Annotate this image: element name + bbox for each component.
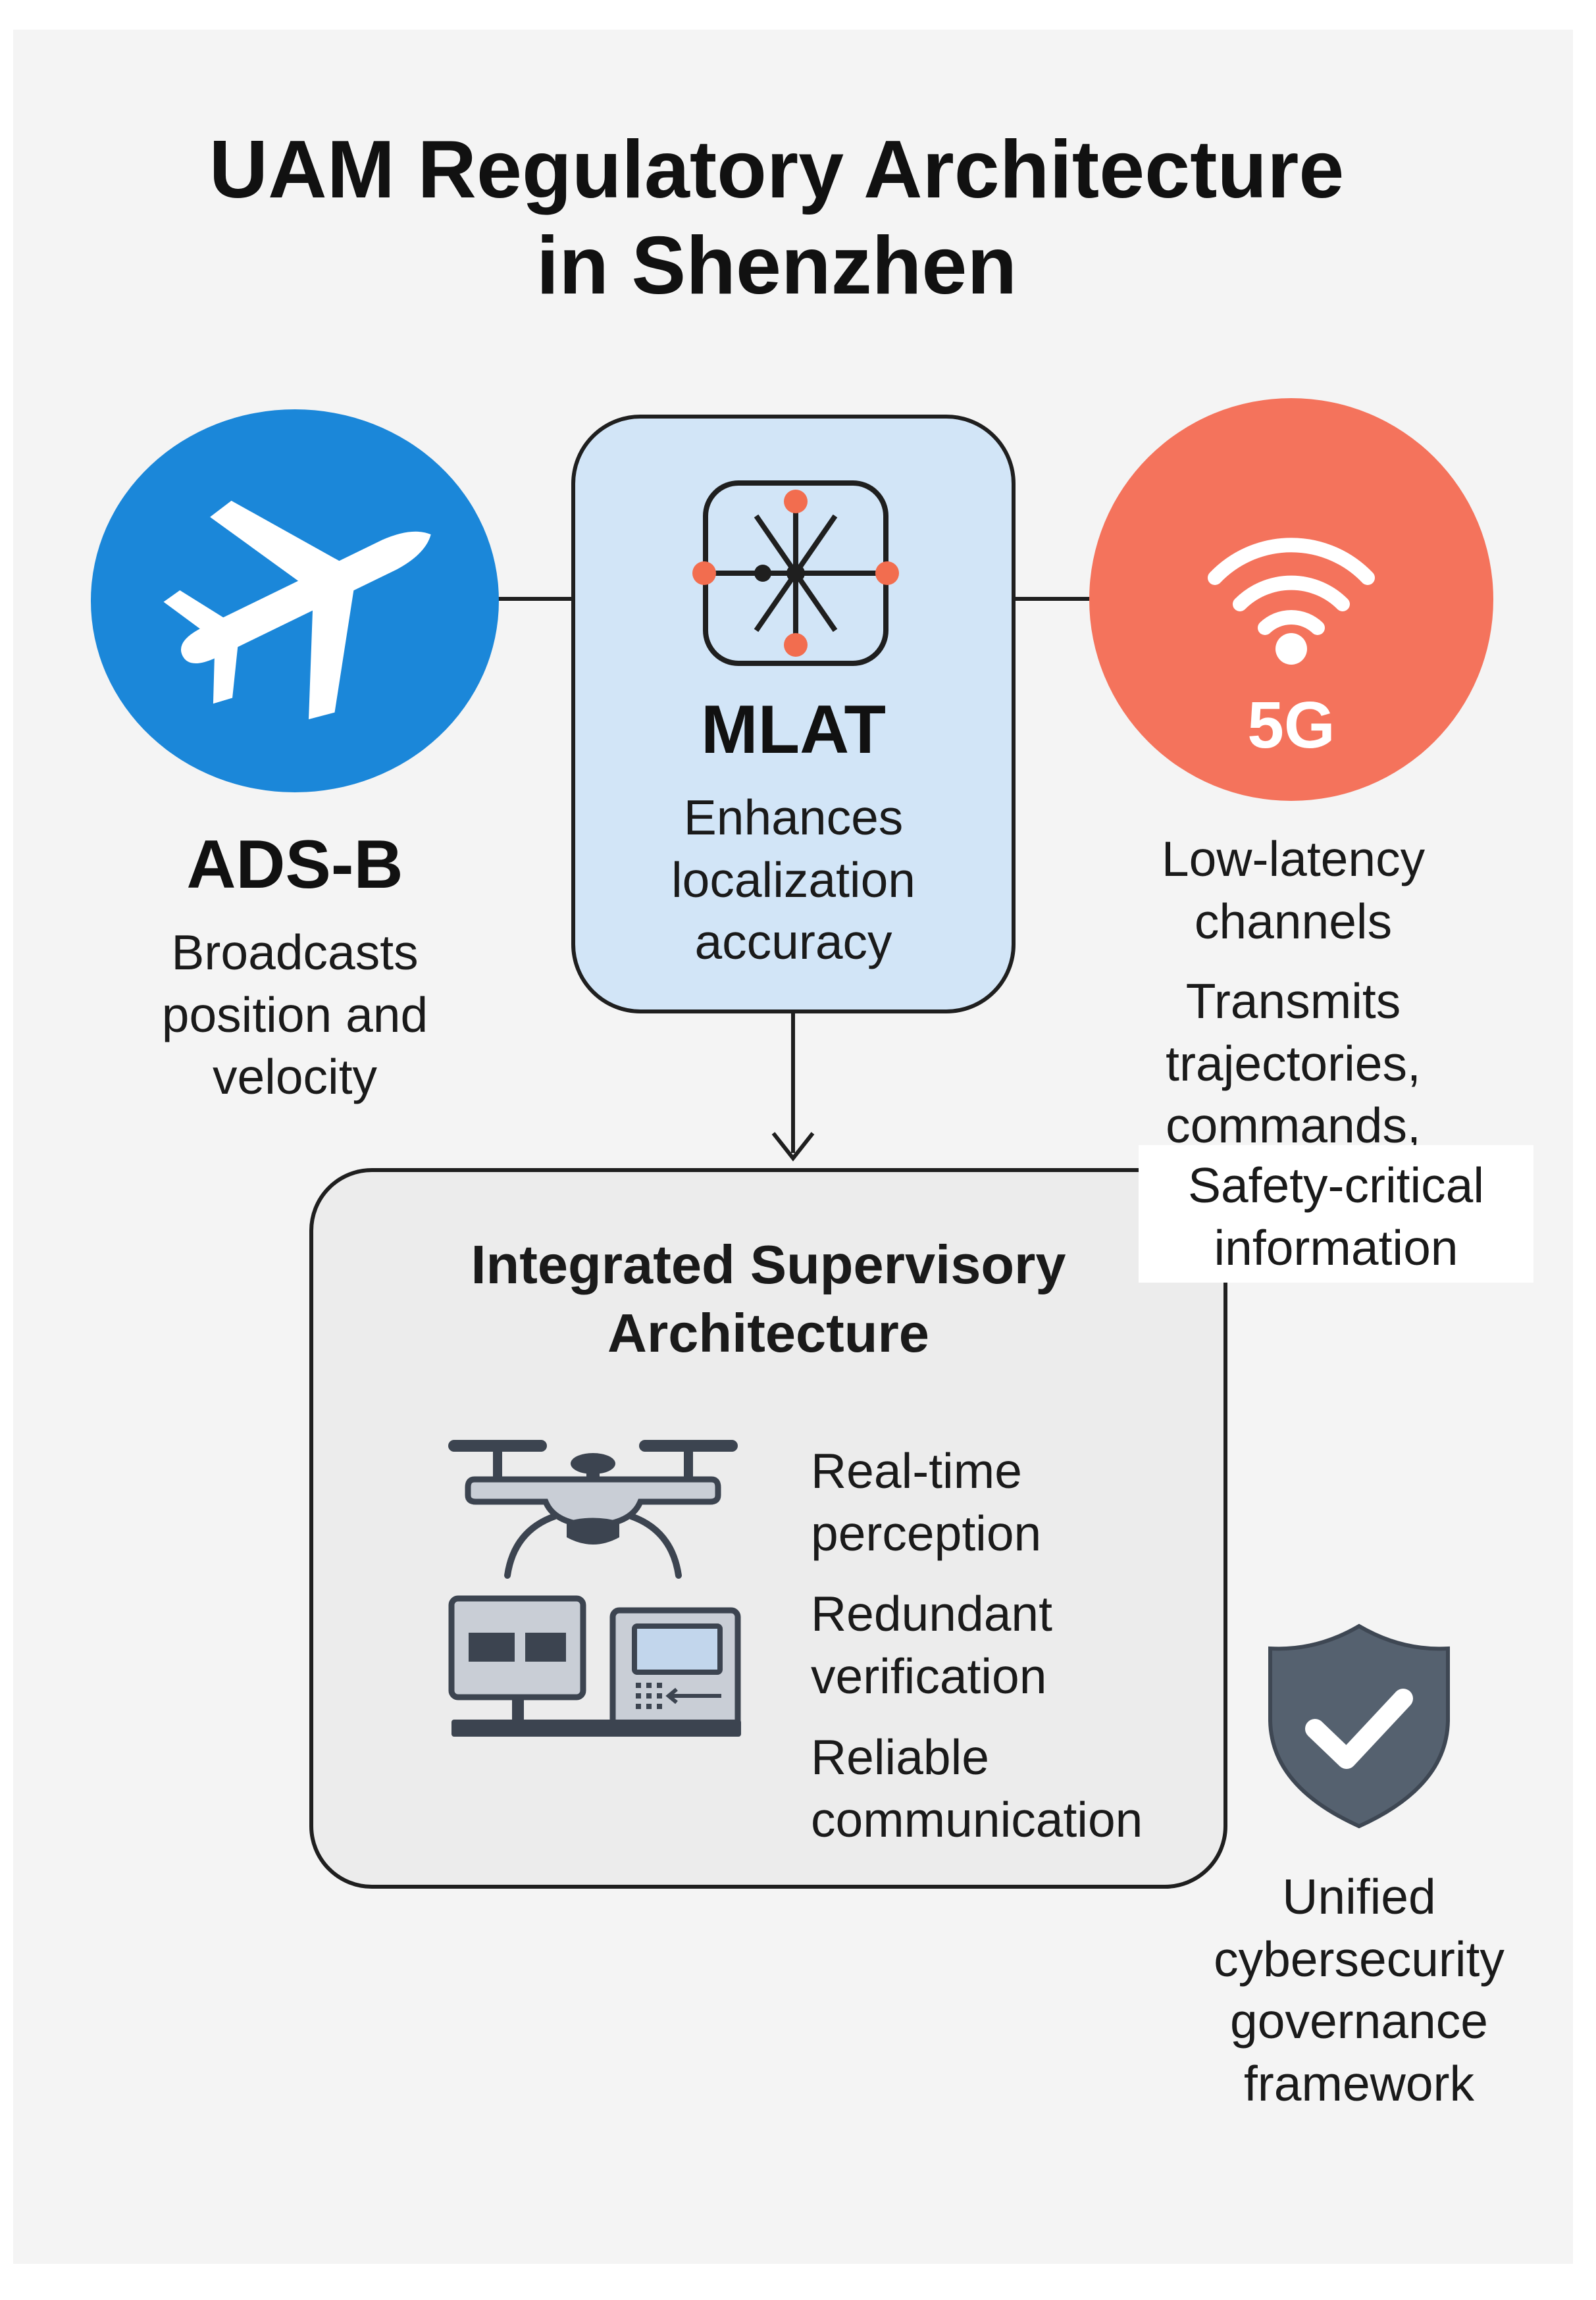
supervisory-feature-line: Reliable — [811, 1729, 989, 1785]
adsb-description-line: Broadcasts — [171, 925, 419, 980]
mlat-network-icon — [692, 480, 899, 666]
adsb-label: ADS-B — [186, 827, 403, 903]
5g-description-2: Transmits trajectories, commands, — [1079, 970, 1507, 1157]
drone-icon — [448, 1440, 738, 1579]
control-station-icon — [448, 1595, 741, 1737]
supervisory-feature: Real-time perception — [811, 1440, 1041, 1564]
mlat-node — [571, 415, 1016, 1013]
shield-check-icon — [1268, 1623, 1450, 1829]
title-line-1: UAM Regulatory Architecture — [209, 124, 1345, 215]
5g-description-line: trajectories, — [1166, 1035, 1421, 1091]
adsb-description-line: position and — [161, 986, 428, 1042]
supervisory-feature-line: perception — [811, 1505, 1042, 1561]
mlat-description-line: accuracy — [694, 914, 892, 969]
5g-description-line: channels — [1194, 893, 1393, 949]
mlat-description: Enhances localization accuracy — [571, 786, 1016, 973]
5g-description-line: information — [1214, 1219, 1458, 1275]
title-line-2: in Shenzhen — [536, 220, 1017, 312]
supervisory-feature-line: Redundant — [811, 1586, 1052, 1641]
5g-description-line: commands, — [1166, 1098, 1421, 1153]
supervisory-title-line: Architecture — [607, 1302, 929, 1364]
adsb-description: Broadcasts position and velocity — [91, 921, 499, 1108]
airplane-icon — [163, 500, 431, 719]
wifi-signal-icon — [1208, 538, 1375, 665]
supervisory-feature-line: verification — [811, 1648, 1047, 1704]
5g-label: 5G — [1247, 688, 1335, 762]
supervisory-architecture-node — [309, 1168, 1227, 1889]
mlat-description-line: Enhances — [683, 790, 904, 845]
supervisory-feature-line: Real-time — [811, 1443, 1022, 1498]
mlat-description-line: localization — [671, 852, 916, 907]
5g-description-3: Safety-critical information — [1139, 1145, 1533, 1283]
cybersecurity-description-line: cybersecurity — [1214, 1931, 1505, 1987]
5g-description-line: Transmits — [1185, 973, 1401, 1029]
cybersecurity-description-line: framework — [1243, 2055, 1475, 2111]
adsb-node — [91, 409, 499, 792]
5g-description-line: Low-latency — [1161, 831, 1426, 886]
adsb-description-line: velocity — [212, 1049, 378, 1104]
5g-description-line: Safety-critical — [1187, 1158, 1485, 1213]
cybersecurity-description: Unified cybersecurity governance framewo… — [1158, 1866, 1560, 2114]
supervisory-feature: Reliable communication — [811, 1726, 1143, 1851]
5g-node: 5G — [1089, 398, 1493, 801]
supervisory-architecture-title: Integrated Supervisory Architecture — [309, 1231, 1227, 1367]
supervisory-feature-line: communication — [811, 1791, 1143, 1847]
mlat-supervisory-arrowhead — [771, 1132, 815, 1162]
supervisory-feature: Redundant verification — [811, 1583, 1052, 1707]
supervisory-title-line: Integrated Supervisory — [471, 1234, 1066, 1295]
diagram-title: UAM Regulatory Architecture in Shenzhen — [99, 122, 1454, 315]
mlat-label: MLAT — [700, 692, 887, 768]
cybersecurity-description-line: Unified — [1282, 1869, 1436, 1924]
cybersecurity-description-line: governance — [1230, 1993, 1488, 2049]
5g-description: Low-latency channels — [1079, 828, 1507, 952]
